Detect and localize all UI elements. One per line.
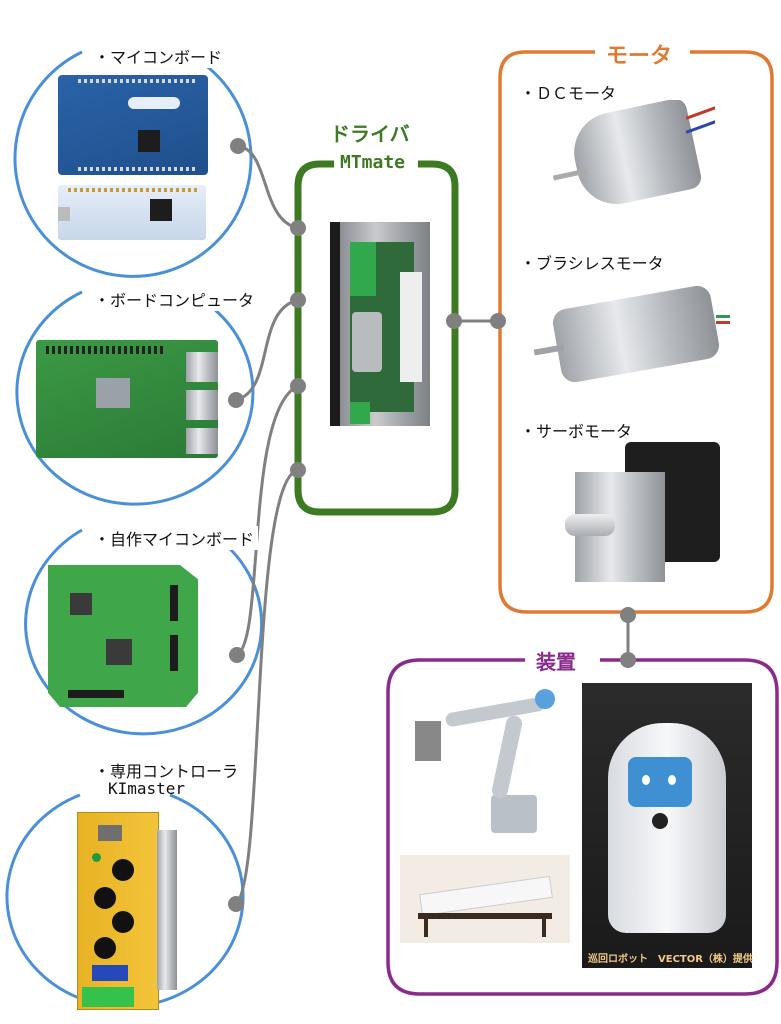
robot-arm-image: [405, 685, 570, 845]
controller-label: ・マイコンボード: [90, 44, 227, 68]
arduino-board-image: [58, 75, 208, 175]
device-title: 装置: [528, 646, 584, 675]
driver-frame: [294, 160, 459, 516]
node: [490, 313, 506, 329]
controller-sublabel: KImaster: [108, 779, 186, 798]
node: [290, 462, 306, 478]
kimaster-image: [77, 812, 159, 1010]
bed-image: [400, 855, 570, 943]
node: [290, 220, 306, 236]
motor-label: ・ＤＣモータ: [520, 84, 617, 103]
wire-controller-2: [235, 298, 299, 402]
brushless-motor-image: [530, 275, 730, 395]
motor-label: ・ブラシレスモータ: [520, 254, 664, 273]
motor-label: ・サーボモータ: [520, 422, 633, 441]
node: [620, 607, 636, 623]
node: [290, 378, 306, 394]
mtmate-driver-image: [330, 222, 430, 426]
node: [290, 292, 306, 308]
controller-label: ・ボードコンピュータ: [90, 287, 259, 311]
controller-circle-2: [15, 290, 255, 506]
node: [228, 896, 244, 912]
motor-frame: [498, 50, 774, 614]
motor-title: モータ: [598, 38, 681, 70]
dc-motor-image: [545, 100, 715, 210]
node: [230, 138, 246, 154]
nucleo-board-image: [58, 185, 206, 240]
device-frame: [386, 658, 779, 996]
kimaster-side-image: [157, 830, 177, 990]
node: [228, 392, 244, 408]
node: [620, 652, 636, 668]
node: [229, 647, 245, 663]
custom-pcb-image: [48, 565, 198, 707]
controller-label: ・専用コントローラ: [94, 762, 239, 781]
servo-motor-image: [565, 432, 730, 592]
controller-circle-3: [24, 528, 264, 736]
wire-controller-3: [235, 384, 299, 657]
node: [446, 313, 462, 329]
patrol-robot-image: [582, 683, 752, 968]
controller-label: ・自作マイコンボード: [90, 526, 259, 550]
robot-caption: 巡回ロボット VECTOR（株）提供: [588, 954, 753, 965]
driver-title: ドライバ: [330, 122, 410, 146]
controller-circle-1: [13, 50, 253, 278]
raspberry-pi-image: [36, 340, 218, 458]
wire-controller-1: [237, 144, 299, 230]
driver-name: MTmate: [334, 152, 412, 173]
wire-controller-4: [234, 468, 299, 906]
